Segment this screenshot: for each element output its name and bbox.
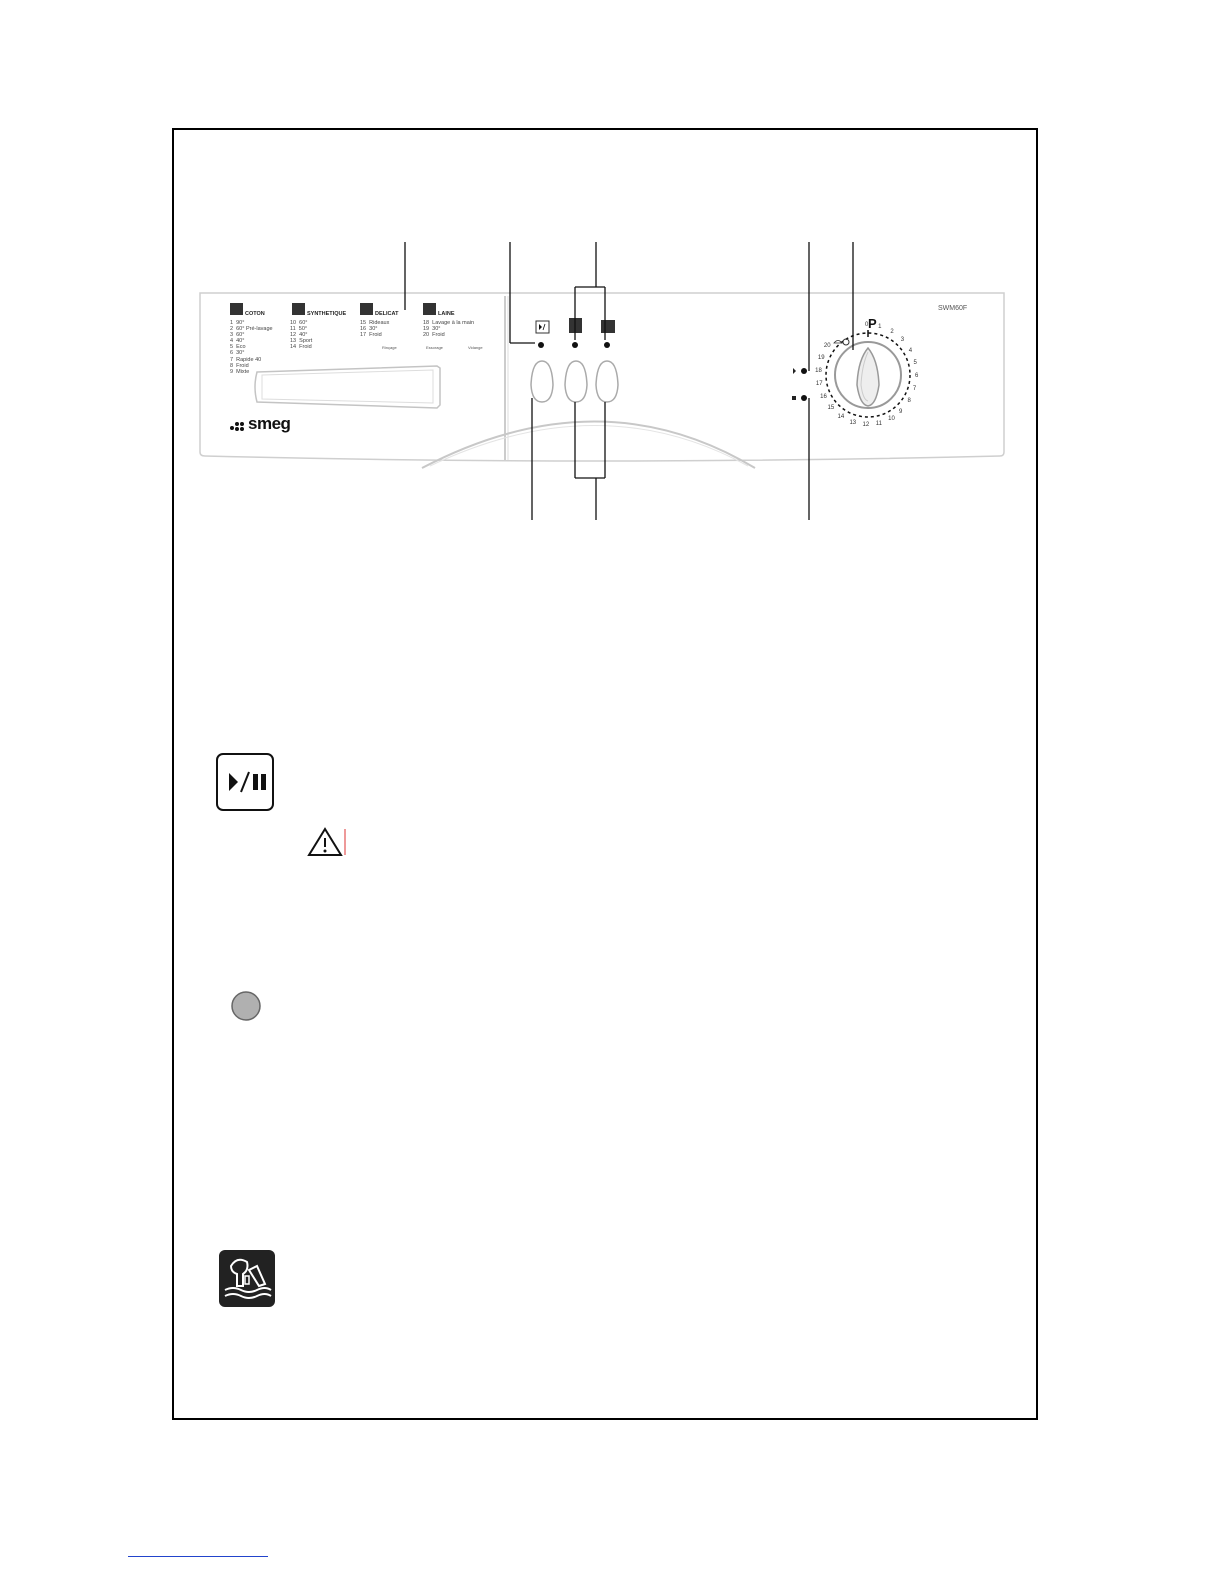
led-start	[538, 342, 544, 348]
dial-number: 7	[912, 386, 917, 393]
dial-number: 18	[815, 368, 822, 375]
door-arc	[421, 420, 756, 469]
option-2-mini-icon	[601, 320, 615, 333]
warning-triangle-icon	[307, 826, 347, 863]
dial-number: 13	[849, 419, 857, 426]
dial-number: 0	[865, 322, 869, 328]
dial-number: 10	[888, 416, 895, 423]
program-dial-ring	[825, 332, 911, 418]
footnote-rule	[128, 1556, 268, 1557]
dial-number: 9	[899, 408, 903, 415]
dial-number: 6	[914, 373, 919, 380]
model-label: SWM60F	[938, 305, 968, 312]
program-group-title: COTON	[245, 311, 265, 317]
program-group-title: DELICAT	[375, 311, 399, 317]
option-label: Vidange	[468, 345, 483, 350]
option-label: Rinçage	[382, 345, 397, 350]
laine-icon	[423, 303, 436, 315]
dial-number: 3	[900, 337, 905, 344]
indicator-led-1	[801, 368, 807, 374]
dial-number: 2	[890, 328, 894, 335]
option-label: Essorage	[426, 345, 443, 350]
indicator-led-2	[801, 395, 807, 401]
led-option-1	[572, 342, 578, 348]
dial-number: 17	[815, 381, 823, 388]
synthetique-icon	[292, 303, 305, 315]
program-list: 18 Lavage à la main 19 30° 20 Froid	[423, 320, 475, 339]
dial-number: 12	[862, 421, 870, 428]
program-group-title: LAINE	[438, 311, 455, 317]
dial-number: 11	[875, 420, 882, 427]
program-list: 10 60° 11 50° 12 40° 13 Sport 14 Froid	[290, 320, 313, 351]
led-option-2	[604, 342, 610, 348]
program-list: 1 90° 2 60° Pré-lavage 3 60° 4 40° 5 Eco…	[230, 320, 273, 375]
brand-logo: smeg	[248, 414, 291, 433]
start-pause-mini-icon	[535, 320, 550, 334]
option-button-1-shape	[564, 360, 588, 403]
delicat-icon	[360, 303, 373, 315]
start-pause-icon	[216, 753, 274, 816]
start-pause-button-shape	[530, 360, 554, 403]
program-list: 15 Rideaux 16 30° 17 Froid	[360, 320, 390, 339]
coton-icon	[230, 303, 243, 315]
dial-number: 8	[907, 398, 911, 405]
dial-label: P	[868, 316, 877, 331]
dial-number: 14	[837, 413, 845, 420]
hand-wash-icon	[219, 1250, 275, 1312]
program-group-title: SYNTHETIQUE	[307, 311, 347, 317]
dial-number: 4	[908, 347, 913, 354]
page-frame	[172, 128, 1038, 1420]
panel-outline	[199, 292, 1005, 462]
detergent-drawer	[254, 365, 441, 409]
dial-number: 1	[878, 323, 882, 330]
dial-number: 19	[817, 355, 825, 362]
dial-number: 5	[913, 360, 917, 367]
dial-number: 15	[827, 405, 835, 412]
option-button-2-shape	[595, 360, 619, 403]
dial-number: 16	[820, 394, 827, 401]
dial-number: 20	[823, 343, 831, 350]
smeg-logo-dots	[230, 422, 244, 431]
indicator-light-icon	[230, 990, 262, 1027]
